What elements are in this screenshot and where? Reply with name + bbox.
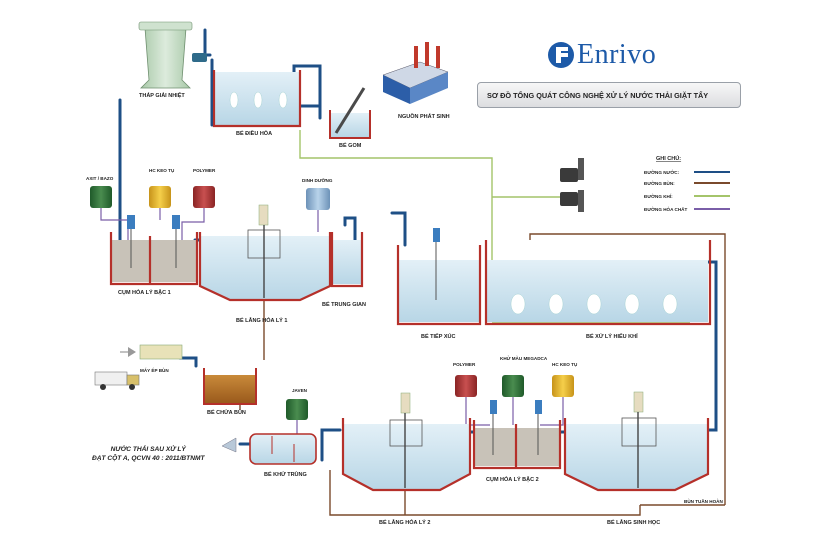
decolorant-label: KHỬ MÀU MEGADCA: [500, 355, 548, 361]
bio-settling-tank-label: BỂ LẮNG SINH HỌC: [607, 518, 660, 526]
aerator-bubbles: [229, 91, 288, 109]
legend-item-water: ĐƯỜNG NƯỚC:: [644, 168, 680, 175]
coagulant-1-label: HC KEO TỤ: [149, 168, 175, 173]
source-label: NGUỒN PHÁT SINH: [398, 113, 450, 120]
acid-base-tank: [90, 186, 112, 208]
brand-logo-icon: [548, 42, 574, 68]
nutrient-label: DINH DƯỠNG: [302, 177, 333, 183]
physchem-cluster-2: CỤM HÓA LÝ BẬC 2: [472, 400, 562, 483]
settling-tank-2: BỂ LẮNG HÓA LÝ 2: [341, 392, 472, 526]
legend-title: GHI CHÚ:: [656, 155, 681, 162]
settling-tank-2-label: BỂ LẮNG HÓA LÝ 2: [379, 518, 430, 526]
intermediate-tank-label: BỂ TRUNG GIAN: [322, 301, 366, 308]
contact-tank: BỂ TIẾP XÚC: [396, 228, 482, 340]
brand-logo: Enrivo: [548, 39, 657, 70]
sludge-pipe-return-top: [529, 233, 726, 505]
physchem-cluster-1: CỤM HÓA LÝ BẬC 1: [109, 215, 199, 296]
filter-press-icon: [139, 344, 183, 360]
mixer-icon: [535, 400, 542, 414]
blower-icon: [560, 192, 578, 206]
chem-pipe-poly1: [181, 208, 205, 250]
mixer-icon: [490, 400, 497, 414]
chem-pipe-acid: [100, 208, 129, 250]
contact-tank-label: BỂ TIẾP XÚC: [421, 333, 455, 340]
collection-tank-label: BỂ GOM: [339, 142, 362, 149]
cooling-tower: THÁP GIẢI NHIỆT: [138, 21, 207, 99]
cooling-tower-label: THÁP GIẢI NHIỆT: [139, 91, 185, 99]
pipe-eq-out: [292, 64, 322, 120]
sludge-press: MÁY ÉP BÙN: [120, 344, 183, 373]
air-blowers: [560, 158, 584, 212]
outflow-arrow-icon: [221, 437, 237, 453]
return-sludge-label: BÙN TUẦN HOÀN: [684, 498, 723, 504]
legend: GHI CHÚ: ĐƯỜNG NƯỚC: ĐƯỜNG BÙN: ĐƯỜNG KH…: [644, 155, 730, 212]
bio-settling-tank: BỂ LẮNG SINH HỌC BÙN TUẦN HOÀN: [563, 391, 723, 526]
sludge-tank-label: BỂ CHỨA BÙN: [207, 409, 246, 416]
mixer-icon: [127, 215, 135, 229]
coagulant-tank-1: [149, 186, 171, 208]
javen-tank-group: JAVEN: [286, 388, 308, 420]
treated-water-line2: ĐẠT CỘT A, QCVN 40 : 2011/BTNMT: [92, 455, 205, 462]
diagram-title-box: SƠ ĐỒ TỔNG QUÁT CÔNG NGHỆ XỬ LÝ NƯỚC THẢ…: [477, 82, 741, 108]
settling-tank-1-label: BỂ LẮNG HÓA LÝ 1: [236, 316, 287, 324]
aerobic-tank-label: BỂ XỬ LÝ HIẾU KHÍ: [586, 332, 638, 340]
legend-item-chemical: ĐƯỜNG HÓA CHẤT: [644, 205, 687, 212]
sludge-tank: BỂ CHỨA BÙN: [203, 368, 257, 416]
decolorant-tank: [502, 375, 524, 397]
mixer-icon: [433, 228, 440, 242]
pipe-sludge-press: [178, 356, 198, 368]
disinfection-tank-label: BỂ KHỬ TRÙNG: [264, 471, 307, 478]
screw-conveyor-icon: [334, 87, 366, 134]
legend-item-sludge: ĐƯỜNG BÙN:: [644, 179, 675, 186]
sludge-pipe-bottom: [329, 470, 641, 516]
disinfection-tank: BỂ KHỬ TRÙNG: [221, 433, 317, 478]
scraper-motor-icon: [633, 391, 644, 413]
treated-water-note: NƯỚC THẢI SAU XỬ LÝ ĐẠT CỘT A, QCVN 40 :…: [92, 445, 204, 463]
acid-base-label: AXIT / BAZO: [86, 176, 114, 181]
settling-tank-1: BỂ LẮNG HÓA LÝ 1: [198, 204, 332, 324]
physchem-cluster-1-label: CỤM HÓA LÝ BẬC 1: [118, 288, 171, 296]
scraper-motor-icon: [400, 392, 411, 414]
chemical-tanks-1: AXIT / BAZO HC KEO TỤ POLYMER DINH DƯỠNG: [86, 168, 333, 210]
treated-water-line1: NƯỚC THẢI SAU XỬ LÝ: [110, 446, 186, 453]
truck-icon: [94, 371, 140, 390]
diffuser-bubbles: [510, 293, 678, 315]
pump-icon: [192, 53, 207, 62]
equalization-tank-label: BỂ ĐIỀU HÒA: [236, 129, 272, 137]
collection-tank: BỂ GOM: [329, 87, 371, 149]
factory-icon: NGUỒN PHÁT SINH: [382, 42, 450, 120]
pipe-settling2-to-disinfect: [320, 428, 342, 462]
polymer-tank-1: [193, 186, 215, 208]
mixer-icon: [172, 215, 180, 229]
chemical-tanks-2: POLYMER KHỬ MÀU MEGADCA HC KEO TỤ: [453, 355, 578, 397]
polymer-2-label: POLYMER: [453, 362, 476, 367]
intermediate-tank: BỂ TRUNG GIAN: [322, 232, 366, 308]
legend-item-air: ĐƯỜNG KHÍ:: [644, 192, 673, 199]
diagram-title: SƠ ĐỒ TỔNG QUÁT CÔNG NGHỆ XỬ LÝ NƯỚC THẢ…: [487, 91, 709, 100]
chem-pipe-coag2: [540, 397, 564, 426]
physchem-cluster-2-label: CỤM HÓA LÝ BẬC 2: [486, 475, 539, 483]
brand-name: Enrivo: [577, 39, 657, 70]
polymer-tank-2: [455, 375, 477, 397]
scraper-motor-icon: [258, 204, 269, 226]
polymer-1-label: POLYMER: [193, 168, 216, 173]
pipe-to-contact: [390, 211, 407, 247]
coagulant-2-label: HC KEO TỤ: [552, 362, 578, 367]
javen-tank: [286, 399, 308, 420]
blower-icon: [560, 168, 578, 182]
coagulant-tank-2: [552, 375, 574, 397]
nutrient-tank: [306, 188, 330, 210]
pipe-tower-in: [203, 28, 212, 57]
equalization-tank: BỂ ĐIỀU HÒA: [212, 70, 302, 137]
aerobic-tank: BỂ XỬ LÝ HIẾU KHÍ: [484, 240, 712, 340]
sludge-pipes: [239, 233, 726, 516]
javen-label: JAVEN: [292, 388, 308, 393]
sludge-press-label: MÁY ÉP BÙN: [140, 366, 169, 373]
air-pipe-main: [299, 130, 493, 322]
